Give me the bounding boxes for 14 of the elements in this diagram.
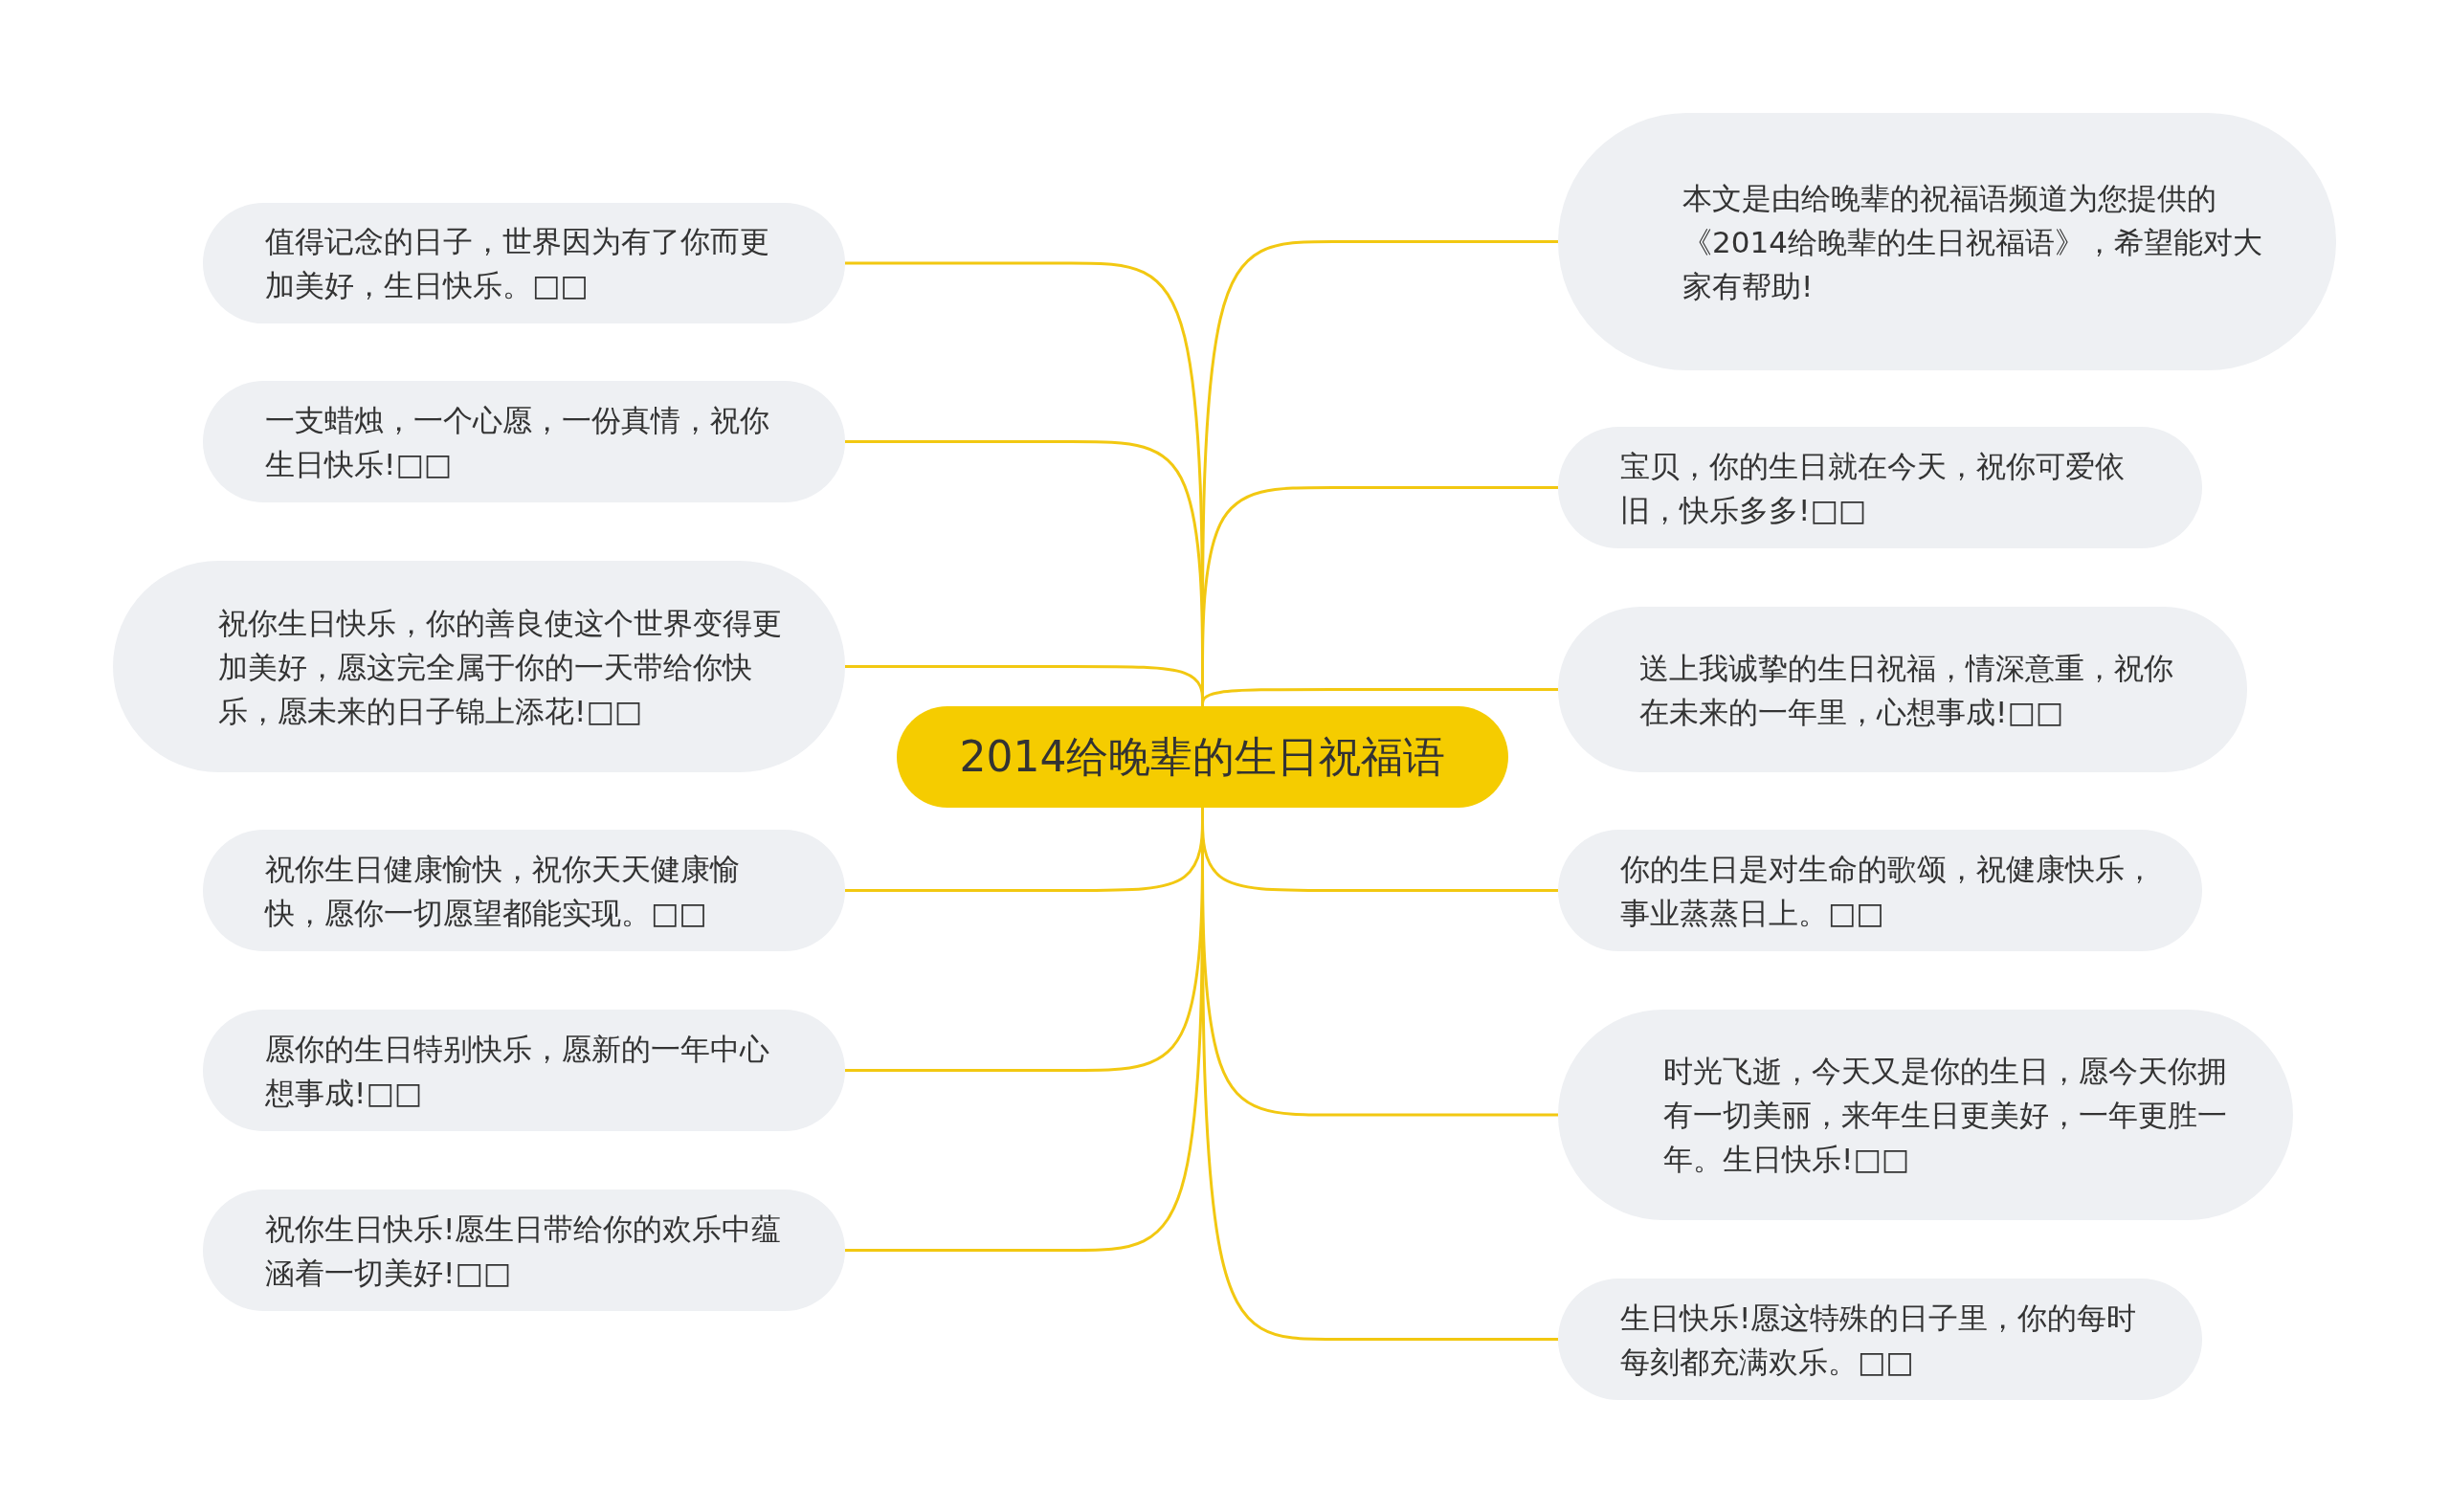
node-text: 值得记念的日子，世界因为有了你而更加美好，生日快乐。□□ <box>265 223 770 304</box>
node-text: 送上我诚挚的生日祝福，情深意重，祝你在未来的一年里，心想事成!□□ <box>1639 649 2174 731</box>
node-text: 宝贝，你的生日就在今天，祝你可爱依旧，快乐多多!□□ <box>1620 447 2126 529</box>
node-text: 祝你生日健康愉快，祝你天天健康愉快，愿你一切愿望都能实现。□□ <box>265 850 741 932</box>
topic-title: 2014给晚辈的生日祝福语 <box>959 731 1446 783</box>
node-text: 本文是由给晚辈的祝福语频道为您提供的《2014给晚辈的生日祝福语》，希望能对大家有帮助! <box>1682 179 2263 305</box>
node-text: 祝你生日快乐!愿生日带给你的欢乐中蕴涵着一切美好!□□ <box>265 1210 783 1292</box>
node-text: 生日快乐!愿这特殊的日子里，你的每时每刻都充满欢乐。□□ <box>1620 1299 2138 1381</box>
node-text: 祝你生日快乐，你的善良使这个世界变得更加美好，愿这完全属于你的一天带给你快乐，愿未来的日子锦上添花!□□ <box>218 604 783 730</box>
node-text: 你的生日是对生命的歌颂，祝健康快乐，事业蒸蒸日上。□□ <box>1620 850 2154 932</box>
connector-line <box>1201 688 1558 706</box>
node-text: 时光飞逝，今天又是你的生日，愿今天你拥有一切美丽，来年生日更美好，一年更胜一年。生日快乐!□□ <box>1663 1053 2228 1178</box>
node-text: 一支蜡烛，一个心愿，一份真情，祝你生日快乐!□□ <box>265 401 770 483</box>
node-text: 愿你的生日特别快乐，愿新的一年中心想事成!□□ <box>265 1030 770 1112</box>
